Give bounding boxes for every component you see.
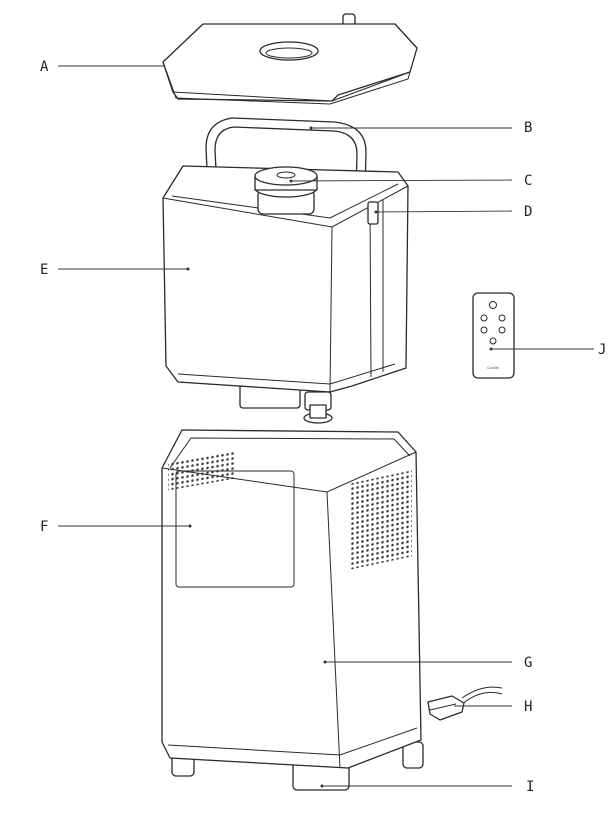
label-g: G — [524, 655, 532, 671]
label-c: C — [524, 173, 532, 189]
label-f: F — [40, 519, 48, 535]
label-j: J — [598, 342, 606, 358]
label-a: A — [40, 59, 49, 75]
label-i: I — [526, 779, 534, 795]
power-button — [489, 301, 497, 309]
leader-lines — [58, 65, 594, 788]
remote-control: Coolife — [472, 292, 515, 379]
mode-button — [480, 326, 488, 334]
part-labels: A B C D E J F G H I — [40, 59, 606, 795]
remote-brand-text: Coolife — [487, 366, 499, 370]
mist-button — [480, 314, 488, 322]
label-b: B — [524, 120, 532, 136]
power-plug — [427, 686, 503, 721]
label-h: H — [524, 699, 532, 715]
base-body — [161, 429, 424, 791]
timer-button — [498, 314, 506, 322]
humidity-button — [498, 326, 506, 334]
light-button — [489, 337, 497, 345]
water-tank — [162, 165, 409, 424]
label-e: E — [40, 262, 48, 278]
top-lid — [162, 13, 418, 105]
label-d: D — [524, 204, 532, 220]
